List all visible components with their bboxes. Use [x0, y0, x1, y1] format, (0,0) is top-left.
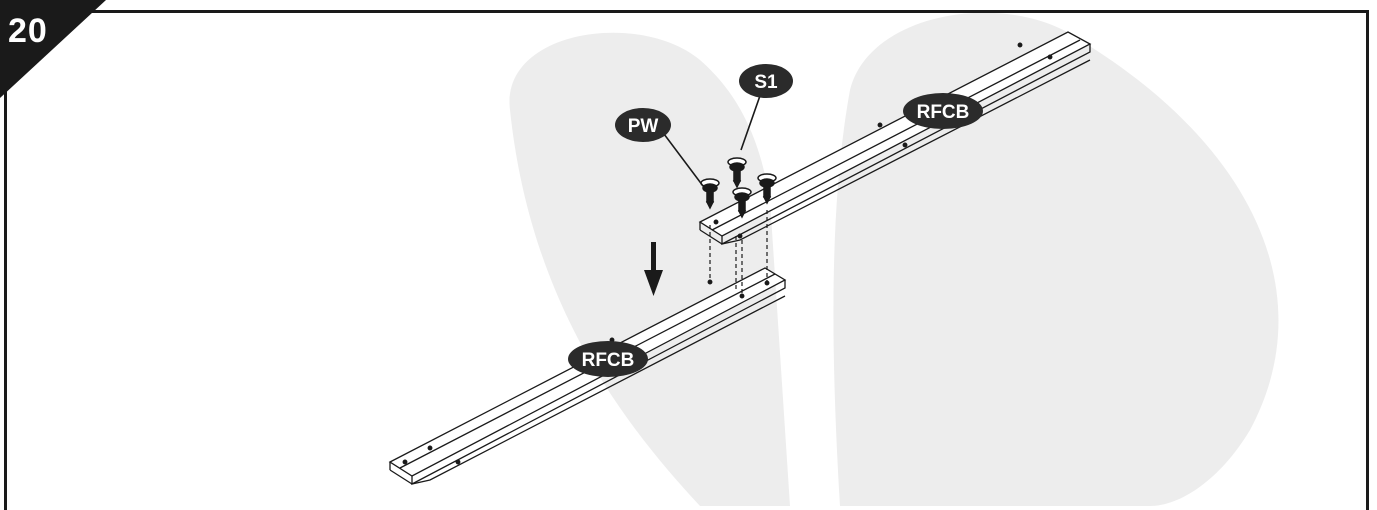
svg-text:PW: PW [628, 116, 659, 137]
svg-text:S1: S1 [754, 72, 778, 93]
label-rfcb-top: RFCB [903, 93, 983, 129]
step-badge [0, 0, 106, 98]
down-arrow-icon [644, 242, 663, 296]
svg-text:RFCB: RFCB [582, 350, 635, 371]
rail-top [698, 31, 1092, 246]
step-number: 20 [8, 12, 48, 50]
alignment-lines [709, 210, 768, 296]
label-s1: S1 [739, 64, 793, 98]
leader-lines [663, 89, 763, 187]
watermark-logo [509, 12, 1279, 506]
label-rfcb-bottom: RFCB [568, 341, 648, 377]
label-pw: PW [615, 108, 671, 142]
svg-text:RFCB: RFCB [917, 102, 970, 123]
step-frame [4, 10, 1369, 510]
